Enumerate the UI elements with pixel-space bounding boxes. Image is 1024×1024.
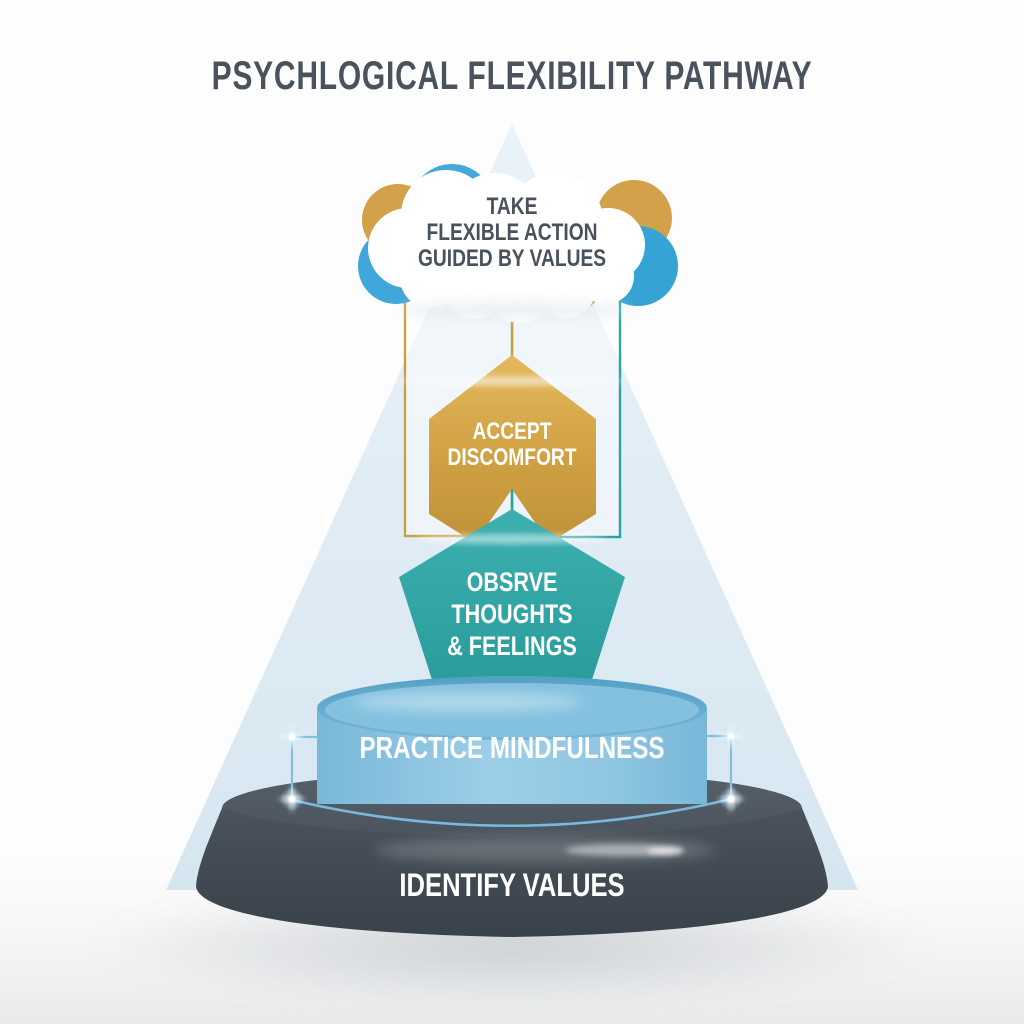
chevron-arrow-shape — [429, 355, 596, 543]
base-sheen-hotspot — [647, 847, 683, 855]
cloud-shape — [358, 164, 678, 323]
base-body — [196, 808, 828, 937]
pentagon-sheen — [417, 534, 607, 544]
base-sheen-wide — [375, 837, 715, 863]
pentagon-shape — [399, 509, 625, 689]
cylinder-sheen — [353, 693, 583, 711]
arrow-sheen — [400, 376, 624, 386]
glow-sparkles — [279, 724, 744, 812]
cloud-shading — [400, 301, 630, 319]
